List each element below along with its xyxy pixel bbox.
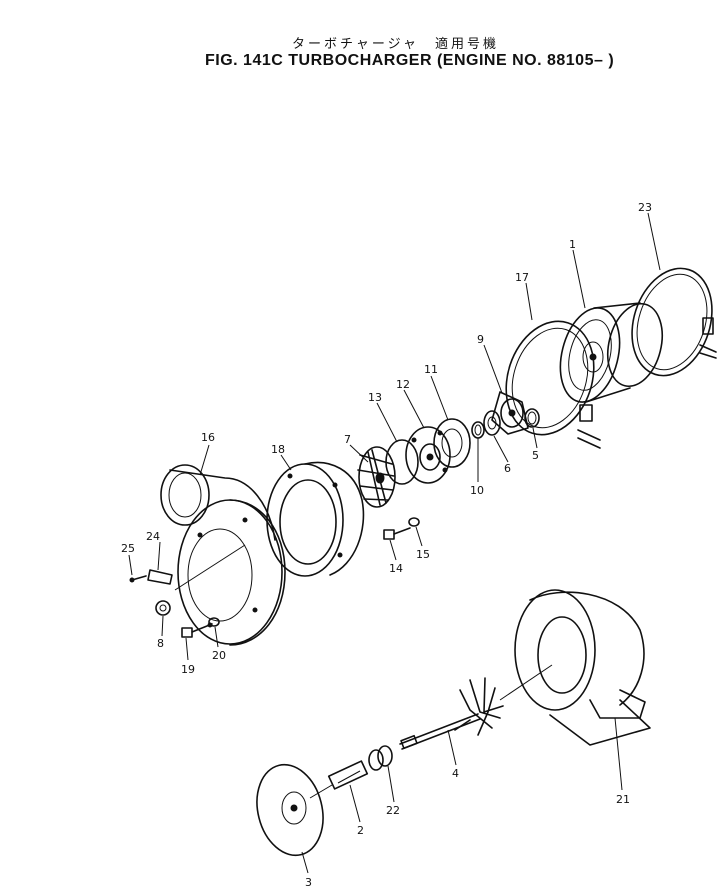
figure-title: FIG. 141C TURBOCHARGER (ENGINE NO. 88105… — [205, 52, 615, 69]
part-11-deflector — [433, 418, 471, 468]
part-16-compressor-housing — [160, 464, 286, 646]
callout-4: 4 — [452, 767, 459, 780]
callout-20: 20 — [212, 649, 226, 662]
part-14-bolt — [383, 527, 411, 540]
callout-12: 12 — [396, 378, 410, 391]
part-15-washer — [408, 517, 420, 527]
part-1-center-housing — [559, 302, 663, 403]
part-13-o-ring — [385, 439, 419, 485]
part-19-bolt — [181, 623, 213, 638]
callout-11: 11 — [424, 363, 438, 376]
part-9-insert — [491, 391, 529, 435]
callout-18: 18 — [271, 443, 285, 456]
part-4-turbine-shaft — [399, 664, 553, 750]
part-12-thrust-plate — [405, 426, 451, 484]
part-6-collar — [483, 410, 501, 436]
callout-19: 19 — [181, 663, 195, 676]
callout-3: 3 — [305, 876, 312, 889]
callout-6: 6 — [504, 462, 511, 475]
japanese-title: ターボチャージャ 適用号機 — [292, 37, 499, 52]
part-7-compressor-wheel — [357, 446, 396, 508]
callout-labels: 23 1 17 9 5 6 10 11 12 13 7 14 15 16 18 … — [121, 201, 652, 889]
part-18-back-plate — [266, 461, 365, 577]
callout-7: 7 — [344, 433, 351, 446]
callout-14: 14 — [389, 562, 403, 575]
callout-22: 22 — [386, 804, 400, 817]
part-23-clamp — [631, 267, 717, 377]
callout-16: 16 — [201, 431, 215, 444]
callout-24: 24 — [146, 530, 160, 543]
callout-2: 2 — [357, 824, 364, 837]
part-8-nut — [155, 600, 171, 616]
callout-23: 23 — [638, 201, 652, 214]
callout-5: 5 — [532, 449, 539, 462]
leader-lines — [128, 212, 661, 874]
part-25-screw — [129, 575, 147, 583]
part-2-bearing — [327, 760, 369, 790]
part-3-heat-shield — [256, 763, 333, 857]
callout-15: 15 — [416, 548, 430, 561]
part-21-turbine-housing — [514, 589, 651, 746]
part-10-seal-ring — [471, 421, 485, 439]
part-24-lock-plate — [147, 569, 173, 585]
callout-17: 17 — [515, 271, 529, 284]
callout-9: 9 — [477, 333, 484, 346]
callout-21: 21 — [616, 793, 630, 806]
part-22-seal-rings — [368, 745, 393, 771]
callout-1: 1 — [569, 238, 576, 251]
callout-10: 10 — [470, 484, 484, 497]
callout-8: 8 — [157, 637, 164, 650]
callout-13: 13 — [368, 391, 382, 404]
part-20-washer — [208, 617, 220, 627]
callout-25: 25 — [121, 542, 135, 555]
